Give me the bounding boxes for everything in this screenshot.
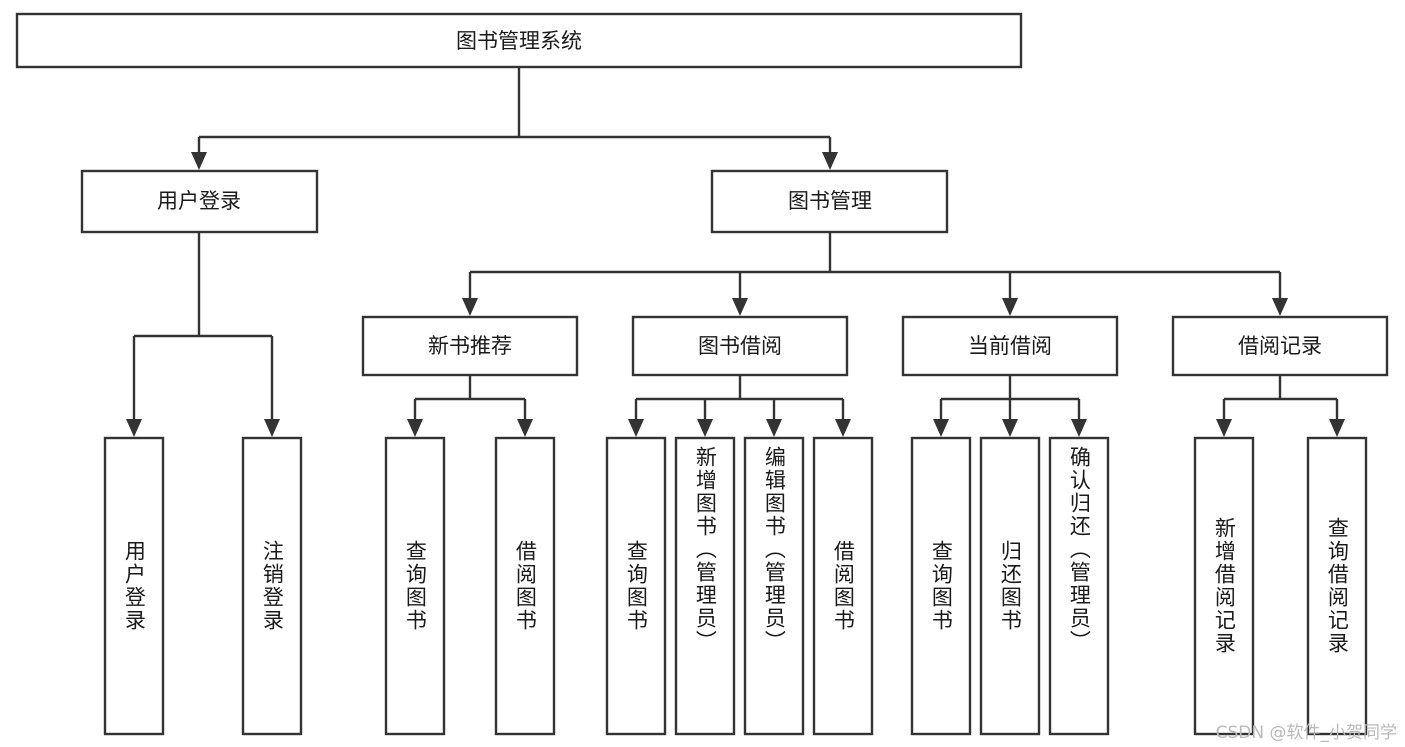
node-book-management[interactable]	[710, 169, 949, 234]
arrow-to-user-login	[191, 152, 207, 170]
nodes-layer	[15, 12, 1389, 736]
arrow-to-borrow-leaf-3	[766, 419, 782, 437]
leaf-box-user-login[interactable]	[103, 436, 165, 736]
csdn-watermark: CSDN @软件_小贺同学	[1215, 723, 1397, 743]
node-book-borrow[interactable]	[631, 315, 849, 377]
arrow-to-borrow-leaf-1	[628, 419, 644, 437]
arrow-to-recommend	[462, 298, 478, 316]
node-root-label: 图书管理系统	[456, 29, 582, 53]
leaf-box-borrow-add-book[interactable]	[674, 436, 736, 736]
leaf-box-borrow-query-book[interactable]	[605, 436, 667, 736]
arrow-to-recommend-leaf-2	[517, 419, 533, 437]
labels-layer: 图书管理系统 用户登录 图书管理 新书推荐 图书借阅 当前借阅 借阅记录	[157, 29, 1322, 358]
arrow-to-book-mgmt	[822, 152, 838, 170]
leaf-box-borrow-edit-book[interactable]	[743, 436, 805, 736]
arrow-to-current-leaf-3	[1071, 419, 1087, 437]
arrow-to-record	[1272, 298, 1288, 316]
arrow-to-borrow-leaf-4	[835, 419, 851, 437]
node-book-borrow-label: 图书借阅	[698, 334, 782, 358]
leaf-box-recommend-query-book[interactable]	[384, 436, 446, 736]
leaf-box-record-add-record[interactable]	[1193, 436, 1255, 736]
leaf-box-current-return-book[interactable]	[979, 436, 1041, 736]
arrow-to-current	[1002, 298, 1018, 316]
leaf-box-record-query-record[interactable]	[1306, 436, 1368, 736]
node-current-borrow[interactable]	[901, 315, 1119, 377]
arrow-to-borrow-leaf-2	[697, 419, 713, 437]
node-borrow-record-label: 借阅记录	[1238, 334, 1322, 358]
leaf-box-current-query-book[interactable]	[910, 436, 972, 736]
arrow-to-current-leaf-2	[1002, 419, 1018, 437]
leaf-box-borrow-borrow-book[interactable]	[812, 436, 874, 736]
arrow-to-leaf-logout	[264, 419, 280, 437]
arrow-to-current-leaf-1	[933, 419, 949, 437]
node-new-book-recommend-label: 新书推荐	[428, 334, 512, 358]
node-book-management-label: 图书管理	[788, 189, 872, 213]
arrow-to-record-leaf-2	[1329, 419, 1345, 437]
leaf-box-logout[interactable]	[241, 436, 303, 736]
arrow-to-recommend-leaf-1	[407, 419, 423, 437]
node-user-login-label: 用户登录	[157, 189, 241, 213]
node-borrow-record[interactable]	[1171, 315, 1389, 377]
leaf-box-recommend-borrow-book[interactable]	[494, 436, 556, 736]
node-user-login[interactable]	[80, 169, 319, 234]
arrowheads-layer	[126, 152, 1345, 437]
node-new-book-recommend[interactable]	[361, 315, 579, 377]
arrow-to-leaf-user-login	[126, 419, 142, 437]
leaf-box-current-confirm-return[interactable]	[1048, 436, 1110, 736]
node-root[interactable]	[15, 12, 1023, 69]
arrow-to-record-leaf-1	[1216, 419, 1232, 437]
arrow-to-borrow	[732, 298, 748, 316]
node-current-borrow-label: 当前借阅	[968, 334, 1052, 358]
